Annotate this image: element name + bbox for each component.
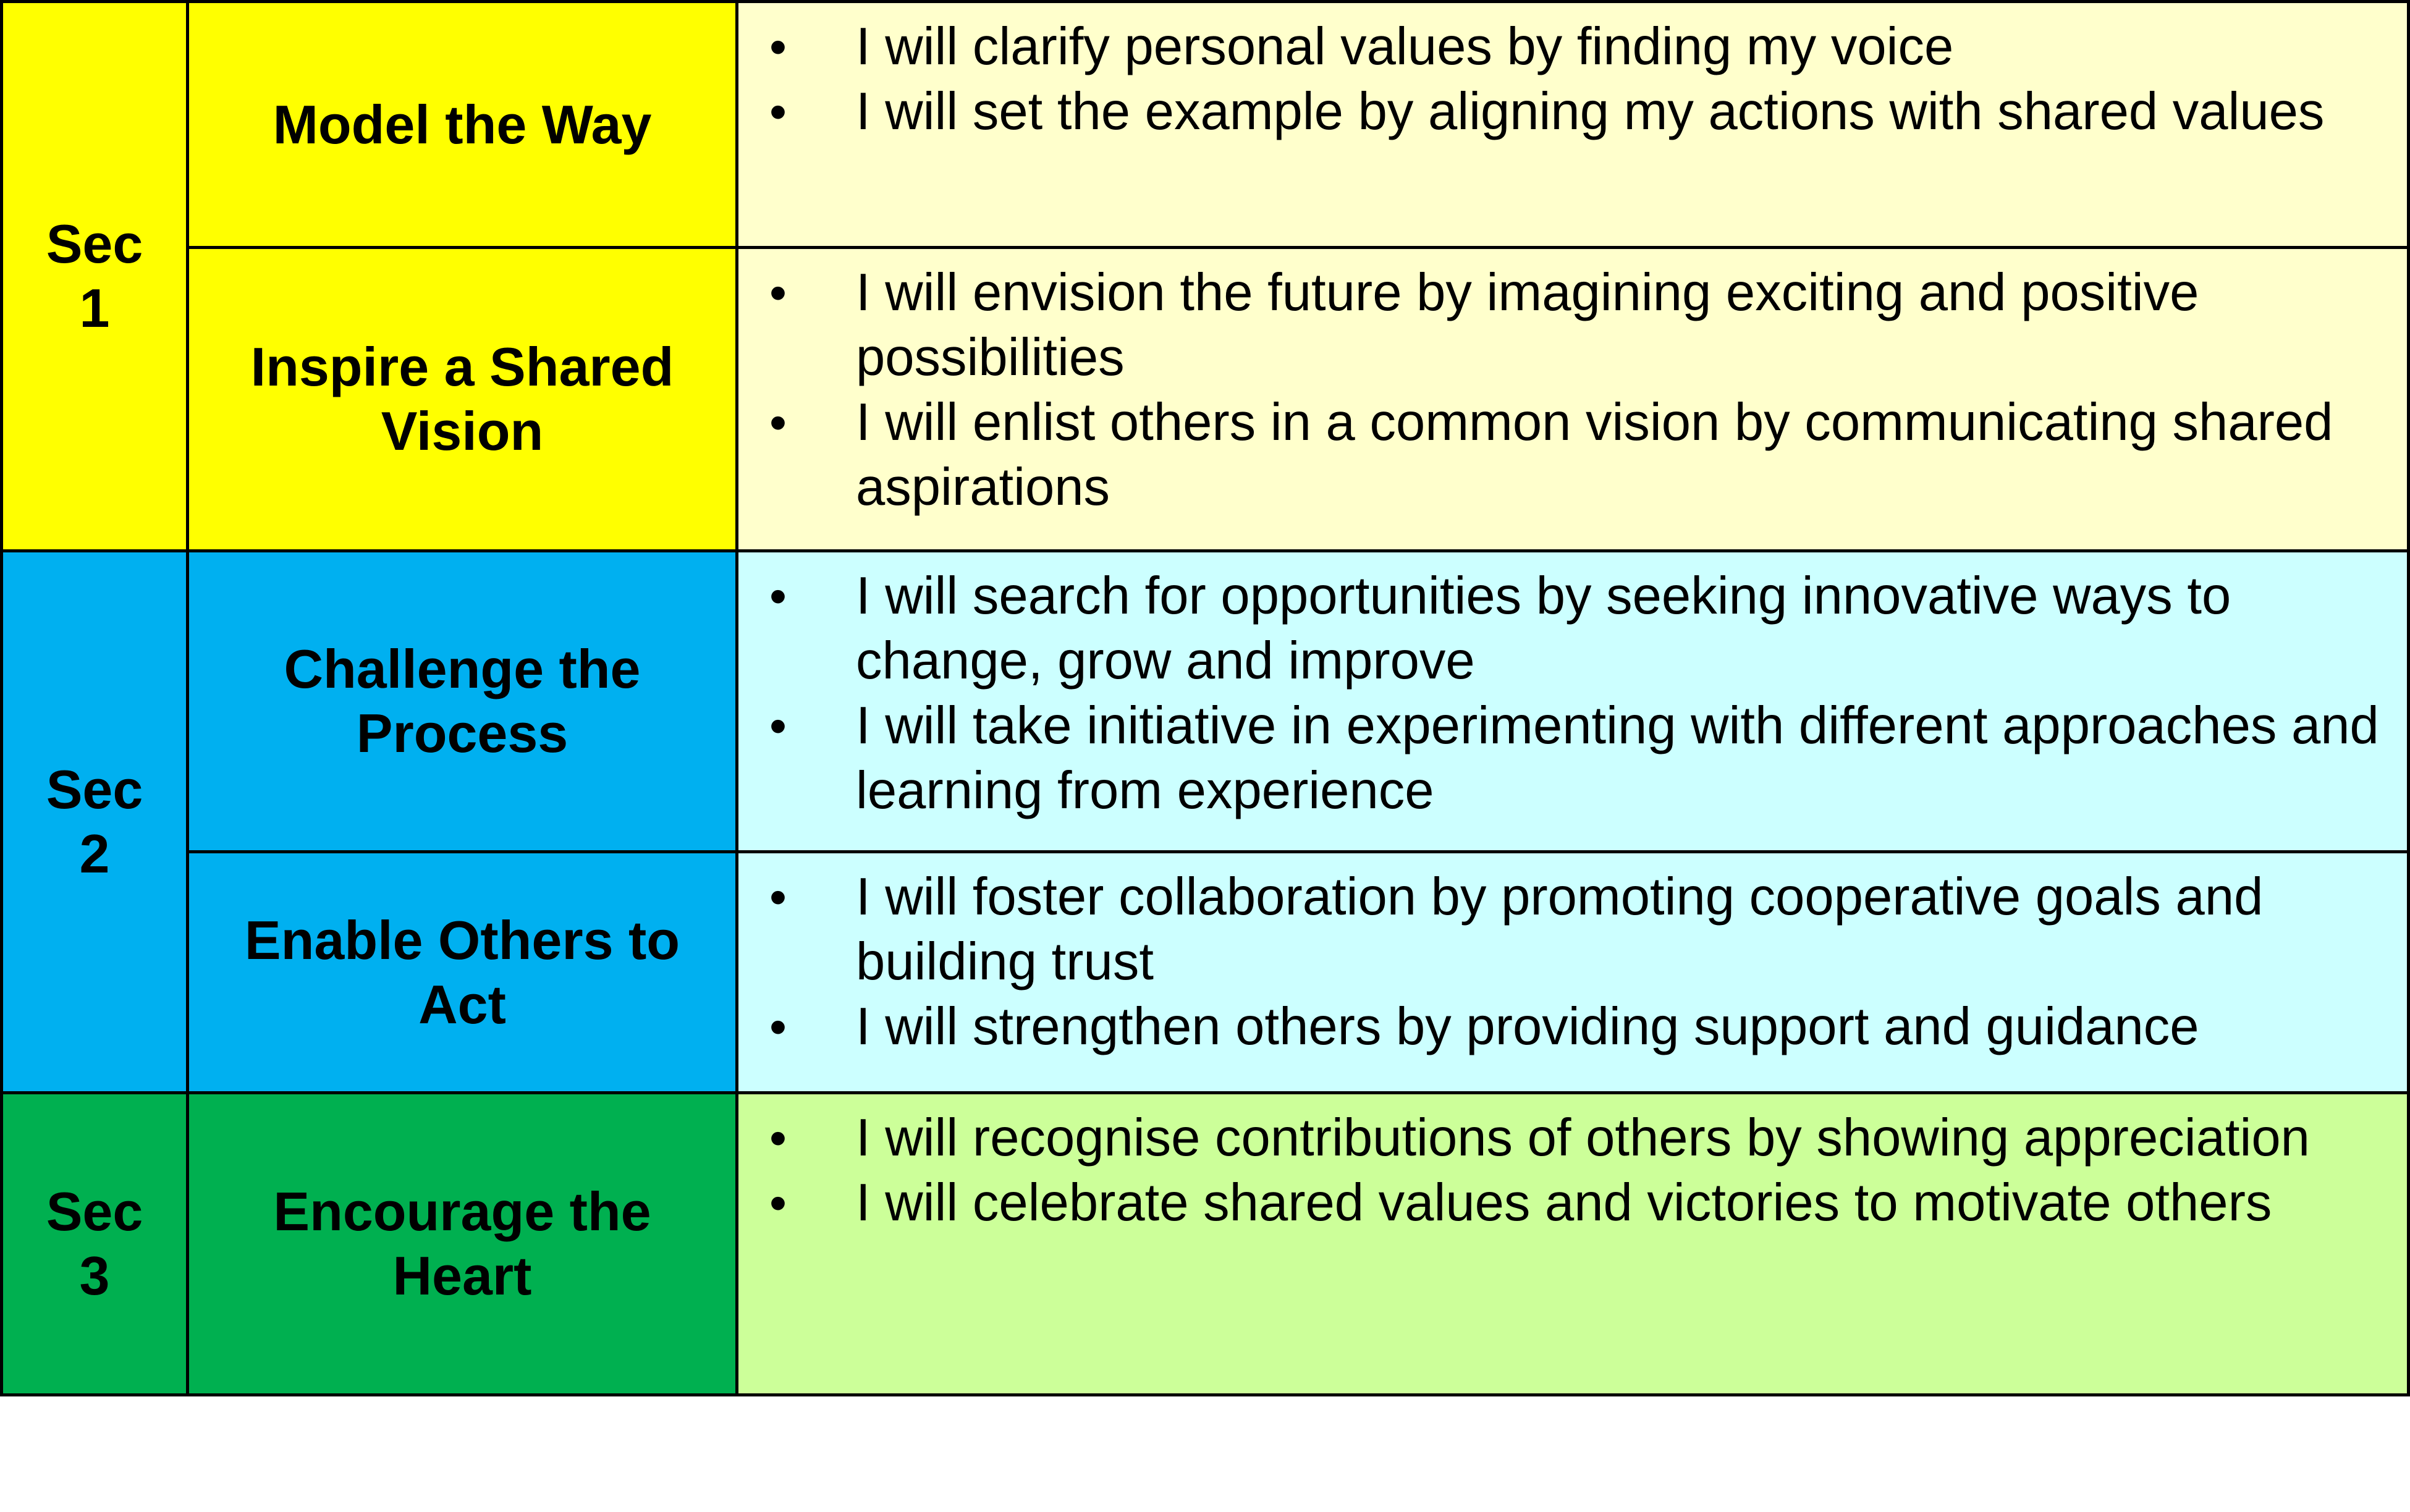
practice-challenge-the-process: Challenge the Process [186,549,738,853]
commitments-enable-others-to-act: •I will foster collaboration by promotin… [735,850,2410,1094]
commitment-item: •I will celebrate shared values and vict… [738,1170,2382,1235]
bullet-icon: • [769,84,787,139]
commitment-item: •I will strengthen others by providing s… [738,994,2382,1059]
section-1-label-line1: Sec [46,213,143,274]
bullet-icon: • [769,1110,787,1165]
section-1-label-line2: 1 [79,277,110,339]
section-3-label: Sec 3 [0,1091,189,1396]
commitment-item: •I will foster collaboration by promotin… [738,864,2382,994]
bullet-icon: • [769,1175,787,1230]
commitment-item: •I will clarify personal values by findi… [738,14,2382,79]
section-3-label-line2: 3 [79,1245,110,1306]
practice-label: Model the Way [273,93,652,155]
practice-enable-others-to-act: Enable Others to Act [186,850,738,1094]
practice-label: Enable Others to Act [244,909,680,1035]
commitments-encourage-the-heart: •I will recognise contributions of other… [735,1091,2410,1396]
commitment-item: •I will recognise contributions of other… [738,1105,2382,1170]
bullet-icon: • [769,999,787,1054]
practice-model-the-way: Model the Way [186,0,738,249]
bullet-icon: • [769,19,787,74]
bullet-icon: • [769,265,787,320]
section-2-label-line2: 2 [79,823,110,884]
practice-label: Inspire a Shared Vision [250,336,674,462]
section-2-label: Sec 2 [0,549,189,1094]
bullet-icon: • [769,395,787,450]
practice-inspire-a-shared-vision: Inspire a Shared Vision [186,246,738,552]
leadership-commitments-table: Sec 1 Model the Way •I will clarify pers… [0,0,2410,1396]
section-1-label: Sec 1 [0,0,189,552]
commitments-model-the-way: •I will clarify personal values by findi… [735,0,2410,249]
bullet-icon: • [769,869,787,924]
commitment-item: •I will enlist others in a common vision… [738,390,2382,520]
commitments-challenge-the-process: •I will search for opportunities by seek… [735,549,2410,853]
practice-label: Encourage the Heart [273,1181,651,1306]
section-2-label-line1: Sec [46,759,143,820]
commitment-item: •I will search for opportunities by seek… [738,564,2382,693]
commitment-item: •I will envision the future by imagining… [738,260,2382,390]
commitment-item: •I will set the example by aligning my a… [738,79,2382,144]
commitment-item: •I will take initiative in experimenting… [738,693,2382,823]
section-3-label-line1: Sec [46,1181,143,1242]
practice-encourage-the-heart: Encourage the Heart [186,1091,738,1396]
bullet-icon: • [769,568,787,623]
bullet-icon: • [769,698,787,753]
practice-label: Challenge the Process [284,638,641,764]
commitments-inspire-a-shared-vision: •I will envision the future by imagining… [735,246,2410,552]
